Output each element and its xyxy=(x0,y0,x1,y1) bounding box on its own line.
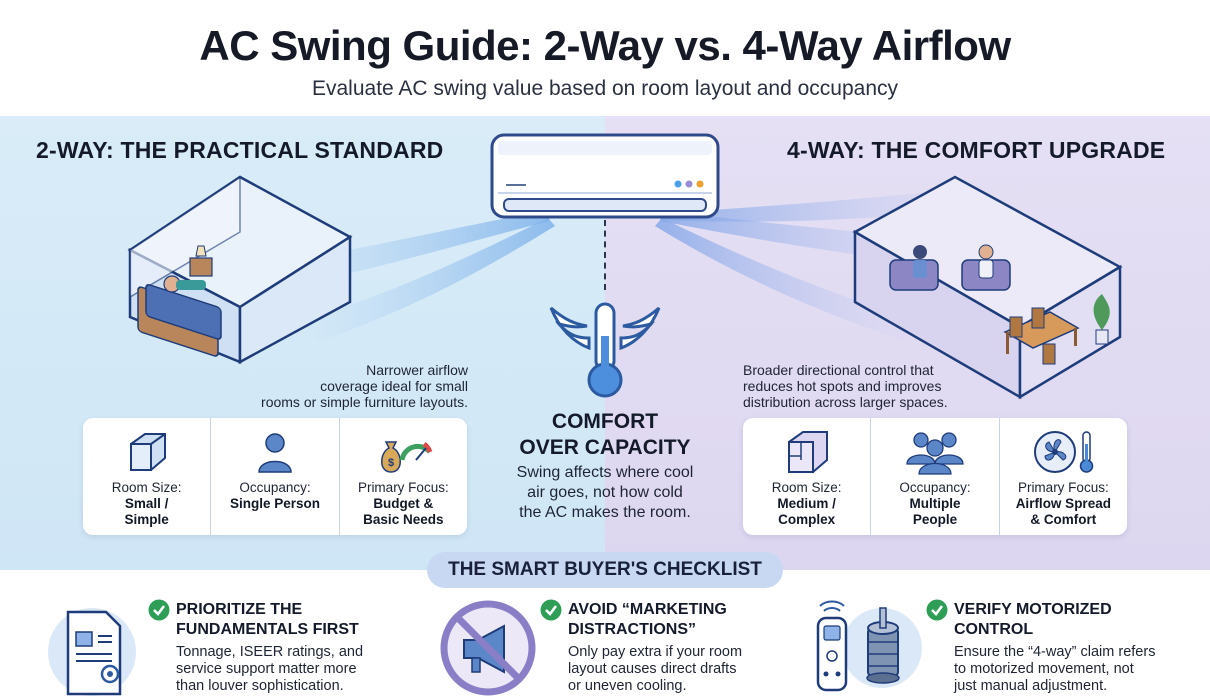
checklist-item-title: AVOID “MARKETING DISTRACTIONS” xyxy=(568,601,727,638)
four-way-heading: 4-WAY: THE COMFORT UPGRADE xyxy=(787,137,1166,163)
page-subtitle: Evaluate AC swing value based on room la… xyxy=(311,77,899,100)
cube-icon xyxy=(129,433,166,471)
center-divider xyxy=(604,220,606,290)
stat-room-size: Room Size: Small / Simple xyxy=(83,418,210,535)
remote-motor-icon xyxy=(816,600,922,692)
group-icon xyxy=(906,432,964,475)
checklist-item-text: Only pay extra if your room layout cause… xyxy=(568,644,743,694)
svg-text:$: $ xyxy=(388,457,394,469)
stat-occupancy: Occupancy: Single Person xyxy=(210,418,338,535)
check-icon xyxy=(926,599,948,621)
stat-primary-focus: Primary Focus: Airflow Spread & Comfort xyxy=(998,418,1127,535)
four-way-stat-card: Room Size: Medium / Complex Occupancy: M… xyxy=(743,418,1127,535)
no-megaphone-icon xyxy=(440,600,536,696)
money-bag-gauge-icon: $ xyxy=(381,441,433,473)
stat-room-size: Room Size: Medium / Complex xyxy=(743,418,870,535)
living-room-illustration xyxy=(852,175,1123,400)
checklist-item-text: Ensure the “4-way” claim refers to motor… xyxy=(954,644,1156,694)
checklist-item-title: VERIFY MOTORIZED CONTROL xyxy=(954,601,1112,638)
check-icon xyxy=(540,599,562,621)
page-title: AC Swing Guide: 2-Way vs. 4-Way Airflow xyxy=(199,22,1011,69)
person-icon xyxy=(258,433,292,473)
center-text: Swing affects where cool air goes, not h… xyxy=(516,464,694,521)
stat-occupancy: Occupancy: Multiple People xyxy=(870,418,998,535)
check-icon xyxy=(148,599,170,621)
fan-thermometer-icon xyxy=(1034,431,1094,473)
two-way-stat-card: Room Size: Small / Simple Occupancy: Sin… xyxy=(83,418,467,535)
bedroom-illustration xyxy=(127,175,353,365)
checklist-item-text: Tonnage, ISEER ratings, and service supp… xyxy=(176,644,364,694)
checklist-item-title: PRIORITIZE THE FUNDAMENTALS FIRST xyxy=(176,601,359,638)
document-gear-icon xyxy=(48,608,136,696)
header: AC Swing Guide: 2-Way vs. 4-Way Airflow … xyxy=(0,0,1210,116)
two-way-description: Narrower airflow coverage ideal for smal… xyxy=(261,362,468,410)
four-way-description: Broader directional control that reduces… xyxy=(743,362,948,410)
checklist-section xyxy=(0,570,1210,700)
winged-thermometer-icon xyxy=(549,302,661,398)
two-way-heading: 2-WAY: THE PRACTICAL STANDARD xyxy=(36,137,444,163)
center-title: COMFORT OVER CAPACITY xyxy=(519,410,691,459)
floor-plan-icon xyxy=(787,431,828,473)
checklist-title: THE SMART BUYER'S CHECKLIST xyxy=(427,552,783,588)
stat-primary-focus: $ Primary Focus: Budget & Basic Needs xyxy=(338,418,467,535)
ac-unit-icon xyxy=(490,133,720,219)
